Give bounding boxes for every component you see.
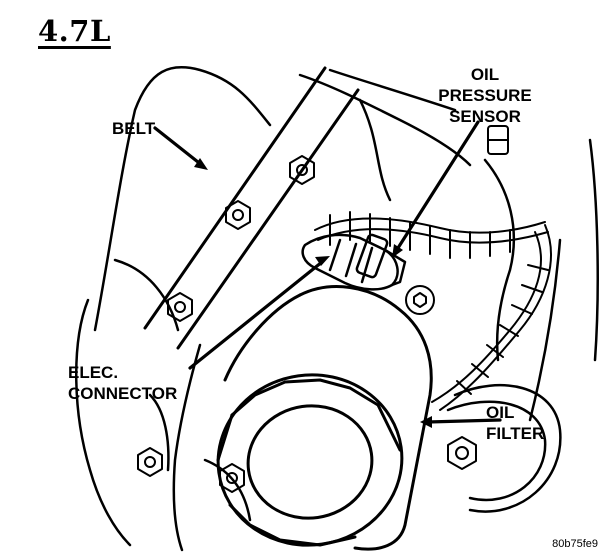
bolts (137, 125, 509, 493)
leader-lines (153, 120, 502, 424)
page-title: 4.7L (38, 14, 111, 48)
oil-pressure-sensor-label: OIL PRESSURE SENSOR (438, 65, 532, 126)
oil-filter-label: OIL FILTER (486, 403, 545, 443)
arrow-heads (194, 158, 432, 428)
wire-harness (314, 211, 552, 411)
sensor-and-connector (301, 233, 407, 291)
oil-filter-drawing (216, 285, 433, 551)
elec-connector-label: ELEC. CONNECTOR (68, 363, 178, 403)
figure-code: 80b75fe9 (552, 538, 598, 550)
belt-label: BELT (112, 119, 156, 138)
belt-drawing (143, 66, 360, 350)
engine-block (75, 65, 599, 552)
filter-adapter (446, 383, 562, 513)
